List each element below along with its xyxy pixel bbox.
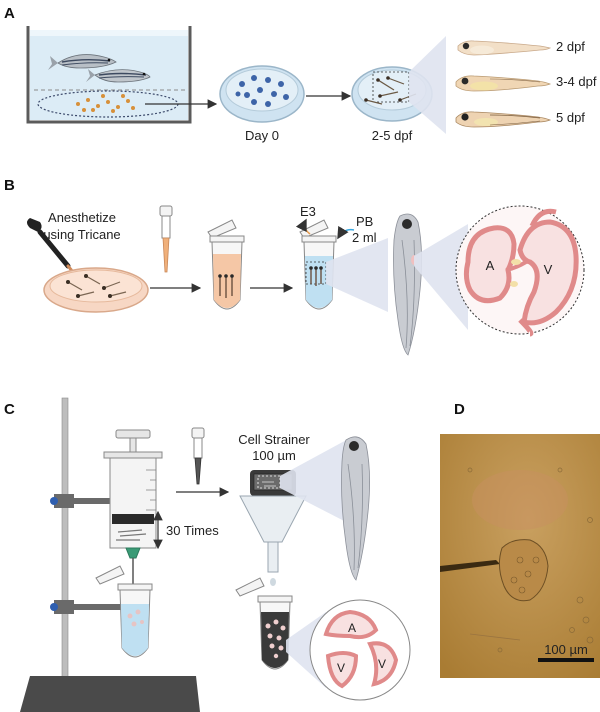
panel-b-label: B	[4, 177, 15, 194]
day0-label: Day 0	[245, 128, 279, 143]
atrium-label-c: A	[348, 621, 356, 635]
times-label: 30 Times	[166, 523, 219, 538]
ventricle-label-b: V	[544, 262, 553, 277]
larva-2dpf	[457, 40, 552, 56]
panel-a-label: A	[4, 5, 15, 22]
larva-5dpf	[455, 111, 552, 128]
larva-vertical-c	[341, 436, 370, 581]
tube-c-right	[235, 577, 293, 670]
dpf-range-label: 2-5 dpf	[372, 128, 413, 143]
zoom-wedge-a	[409, 36, 446, 134]
fish-tank	[26, 26, 192, 124]
pb-line1: PB	[356, 214, 373, 229]
syringe	[103, 429, 163, 588]
anesthetize-line2: using Tricane	[43, 227, 120, 242]
larva-3-4dpf	[455, 75, 552, 92]
pipette-b	[159, 205, 173, 273]
stage-2dpf-label: 2 dpf	[556, 39, 585, 54]
strainer-label-line2: 100 µm	[252, 448, 296, 463]
petri-dish-tricane	[43, 267, 149, 313]
zebrafish-adult-2	[86, 69, 151, 83]
tube-c-left	[95, 565, 153, 658]
ring-stand	[20, 397, 200, 712]
stage-3-4dpf-label: 3-4 dpf	[556, 74, 597, 89]
micrograph	[440, 434, 600, 678]
ventricle-right-label-c: V	[378, 657, 386, 671]
larva-vertical-b	[393, 213, 422, 356]
zoom-wedge-c	[280, 438, 350, 524]
zoom-wedge-b1	[326, 238, 388, 312]
petri-dish-day0	[219, 65, 305, 123]
panel-c-label: C	[4, 401, 15, 418]
tube-orange	[207, 219, 245, 310]
e3-arrow	[295, 218, 311, 235]
strainer-label-line1: Cell Strainer	[238, 432, 310, 447]
scale-bar-label: 100 µm	[544, 642, 588, 657]
e3-label: E3	[300, 204, 316, 219]
zebrafish-adult-1	[48, 54, 117, 70]
pb-arrow	[337, 225, 355, 240]
dissociated-heart-zoom	[309, 599, 411, 701]
ventricle-left-label-c: V	[337, 661, 345, 675]
pb-line2: 2 ml	[352, 230, 377, 245]
atrium-label-b: A	[486, 258, 495, 273]
panel-d-label: D	[454, 401, 465, 418]
stage-5dpf-label: 5 dpf	[556, 110, 585, 125]
funnel	[239, 495, 307, 586]
pipette-c	[191, 427, 205, 485]
scale-bar	[538, 658, 594, 662]
zoom-wedge-b2	[414, 224, 468, 330]
anesthetize-line1: Anesthetize	[48, 210, 116, 225]
heart-zoom	[455, 205, 585, 337]
